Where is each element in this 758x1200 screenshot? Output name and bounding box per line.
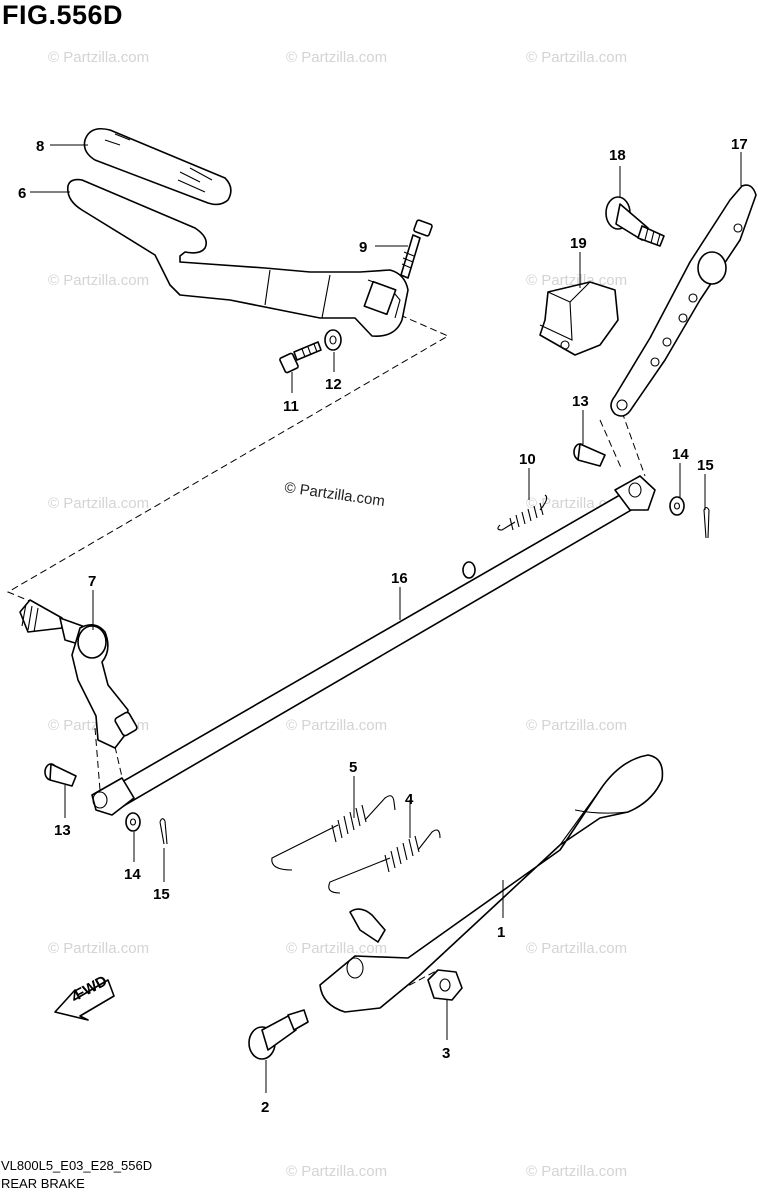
part-15-cotter-pin-left	[159, 818, 168, 845]
part-14-washer-left	[125, 812, 141, 832]
part-1-side-stand	[319, 754, 664, 1013]
part-7-lever	[19, 599, 138, 749]
callout-4: 4	[405, 791, 414, 808]
part-12-nut	[324, 329, 342, 351]
diagram-description: REAR BRAKE	[1, 1176, 85, 1191]
watermark: © Partzilla.com	[526, 49, 627, 66]
watermark: © Partzilla.com	[526, 1163, 627, 1180]
part-10-spring	[497, 494, 548, 531]
part-8-pedal-rubber	[83, 127, 232, 206]
watermark: © Partzilla.com	[48, 272, 149, 289]
callout-17: 17	[731, 136, 748, 153]
watermark: © Partzilla.com	[286, 717, 387, 734]
callout-14-right: 14	[672, 446, 689, 463]
part-19-cover	[539, 281, 619, 356]
callout-leaders	[30, 144, 742, 1093]
part-14-washer-right	[669, 496, 685, 516]
callout-15-right: 15	[697, 457, 714, 474]
callout-18: 18	[609, 147, 626, 164]
callout-11: 11	[283, 398, 299, 415]
watermark: © Partzilla.com	[526, 940, 627, 957]
part-15-cotter-pin-right	[703, 506, 710, 539]
figure-title: FIG.556D	[2, 0, 124, 30]
part-5-spring	[271, 795, 396, 871]
part-11-bolt	[279, 341, 322, 374]
part-18-pivot-bolt	[605, 196, 665, 247]
callout-15-left: 15	[153, 886, 170, 903]
watermark: © Partzilla.com	[526, 717, 627, 734]
callout-2: 2	[261, 1099, 269, 1116]
callout-labels: 1 2 3 4 5 6 7 8 9 10 11 12 13 13 14 14 1…	[18, 136, 748, 1116]
callout-13-left: 13	[54, 822, 71, 839]
callout-12: 12	[325, 376, 342, 393]
diagram-code: VL800L5_E03_E28_556D	[1, 1158, 153, 1173]
watermark: © Partzilla.com	[48, 495, 149, 512]
callout-16: 16	[391, 570, 408, 587]
part-17-arm	[610, 184, 757, 417]
part-3-nut	[427, 969, 463, 1001]
fwd-arrow-icon: FWD	[54, 972, 115, 1021]
callout-8: 8	[36, 138, 44, 155]
callout-1: 1	[497, 924, 505, 941]
callout-5: 5	[349, 759, 357, 776]
callout-14-left: 14	[124, 866, 141, 883]
callout-9: 9	[359, 239, 367, 256]
callout-10: 10	[519, 451, 536, 468]
part-16-rod	[91, 475, 656, 816]
part-4-spring	[328, 829, 441, 894]
copyright-notice: © Partzilla.com	[283, 479, 385, 510]
callout-3: 3	[442, 1045, 450, 1062]
watermark: © Partzilla.com	[286, 940, 387, 957]
callout-19: 19	[570, 235, 587, 252]
part-6-brake-pedal	[66, 178, 409, 337]
part-9-bolt	[400, 219, 433, 279]
callout-7: 7	[88, 573, 96, 590]
part-2-bolt	[248, 1009, 309, 1060]
part-13-pin-left	[44, 763, 77, 787]
watermark: © Partzilla.com	[286, 1163, 387, 1180]
watermark: © Partzilla.com	[48, 940, 149, 957]
callout-13-right: 13	[572, 393, 589, 410]
watermark: © Partzilla.com	[48, 49, 149, 66]
watermark: © Partzilla.com	[526, 272, 627, 289]
watermark: © Partzilla.com	[286, 49, 387, 66]
callout-6: 6	[18, 185, 26, 202]
part-13-pin-right	[573, 443, 606, 467]
